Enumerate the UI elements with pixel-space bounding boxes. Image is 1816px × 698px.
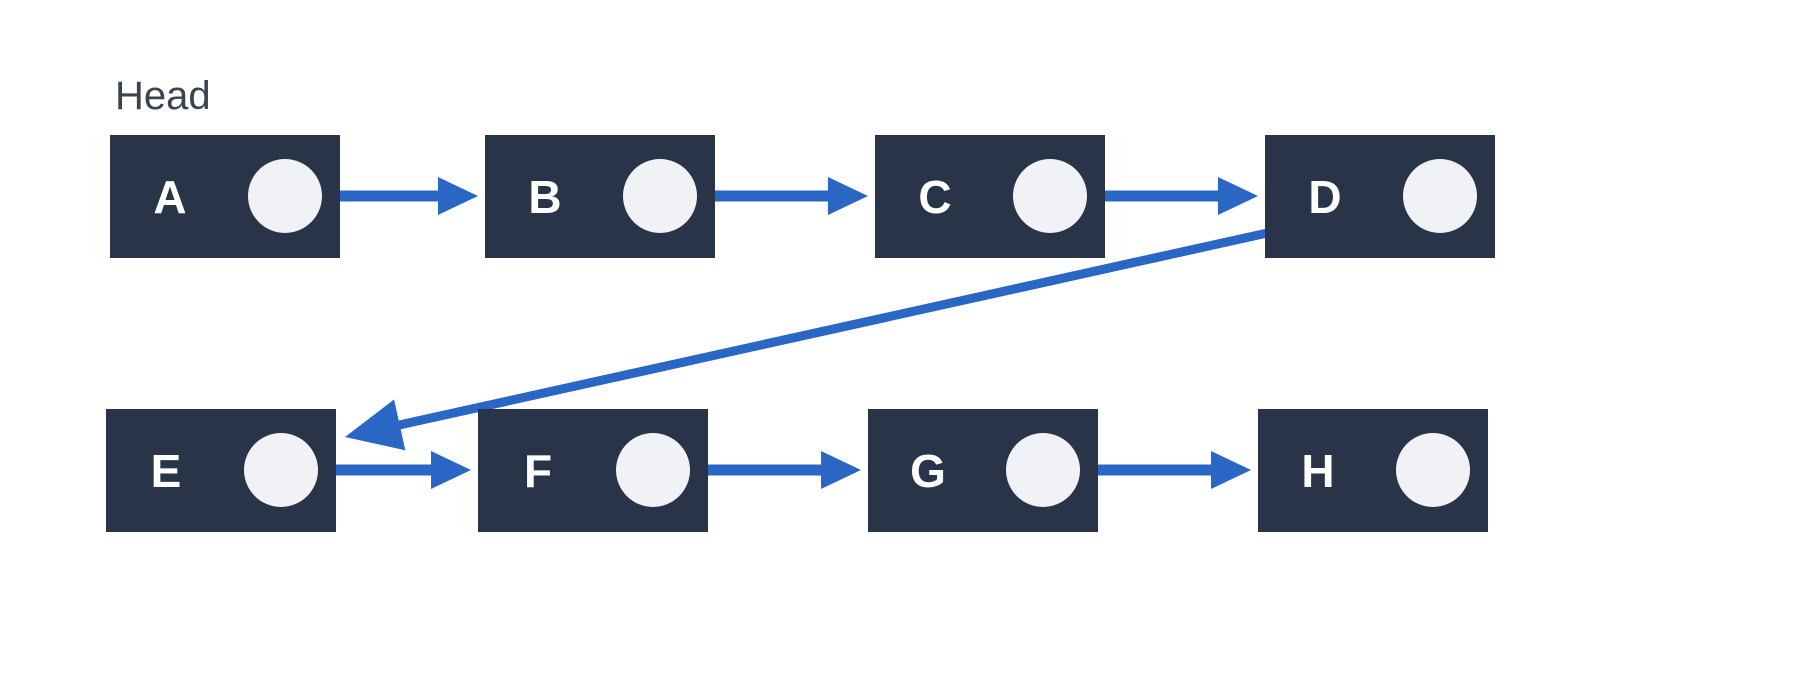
node-pointer-circle [1396, 433, 1470, 507]
node-pointer-circle [616, 433, 690, 507]
node-label: E [150, 444, 182, 497]
list-node-g[interactable]: G [868, 409, 1098, 532]
head-label: Head [115, 74, 211, 118]
edge-arrowhead [1218, 177, 1258, 215]
list-node-a[interactable]: A [110, 135, 340, 258]
list-node-e[interactable]: E [106, 409, 336, 532]
list-node-f[interactable]: F [478, 409, 708, 532]
edge-f-to-g [690, 451, 861, 489]
edge-c-to-d [1087, 177, 1258, 215]
node-label: F [523, 444, 553, 497]
edge-arrowhead [1211, 451, 1251, 489]
edge-arrowhead [345, 399, 406, 451]
list-node-b[interactable]: B [485, 135, 715, 258]
edge-b-to-c [697, 177, 868, 215]
edge-arrowhead [438, 177, 478, 215]
node-pointer-circle [244, 433, 318, 507]
node-label: B [528, 170, 562, 223]
list-node-d[interactable]: D [1265, 135, 1495, 258]
node-label: C [918, 170, 952, 223]
edge-g-to-h [1080, 451, 1251, 489]
node-pointer-circle [1013, 159, 1087, 233]
node-pointer-circle [623, 159, 697, 233]
node-pointer-circle [1006, 433, 1080, 507]
list-node-h[interactable]: H [1258, 409, 1488, 532]
list-node-c[interactable]: C [875, 135, 1105, 258]
node-label: G [910, 444, 946, 497]
edge-arrowhead [828, 177, 868, 215]
node-pointer-circle [1403, 159, 1477, 233]
node-label: A [153, 170, 187, 223]
edge-a-to-b [322, 177, 478, 215]
node-pointer-circle [248, 159, 322, 233]
edge-arrowhead [821, 451, 861, 489]
edge-e-to-f [318, 451, 471, 489]
node-label: D [1308, 170, 1342, 223]
node-label: H [1301, 444, 1335, 497]
edge-arrowhead [431, 451, 471, 489]
